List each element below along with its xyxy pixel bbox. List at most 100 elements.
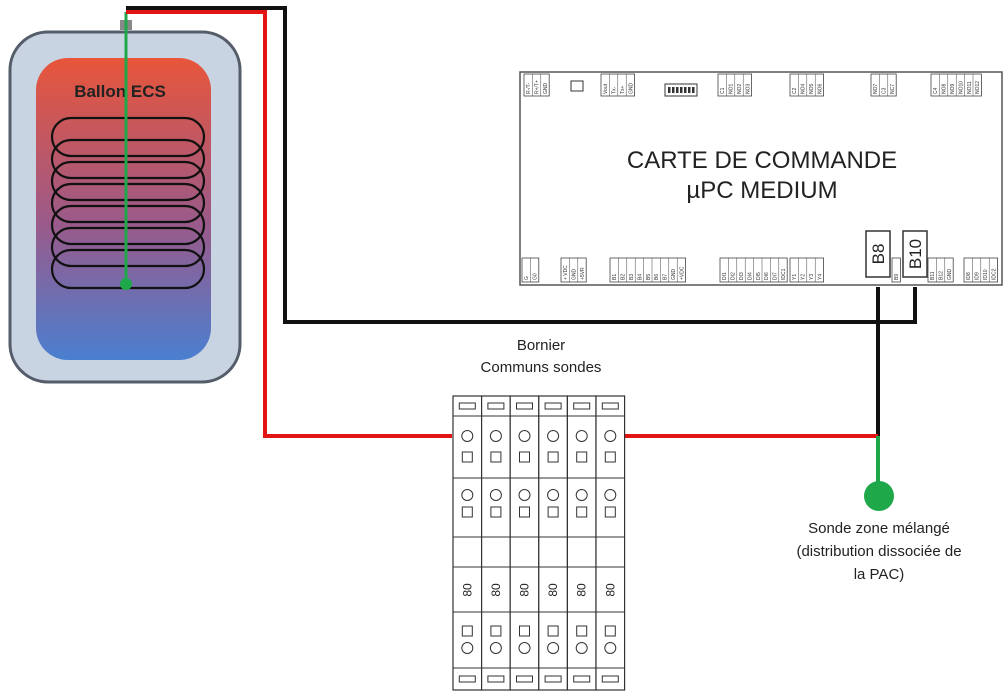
dip-switch xyxy=(664,83,698,97)
pin-label: Y4 xyxy=(817,274,823,280)
pin-label: NO8 xyxy=(942,84,948,95)
pin-label: B3 xyxy=(629,274,635,280)
wire-entry xyxy=(519,506,530,518)
terminal-cap-slot xyxy=(573,675,591,683)
pin-label: Tx- xyxy=(612,86,618,94)
screw-hole xyxy=(575,642,588,654)
screw-hole xyxy=(461,642,474,654)
terminal-body xyxy=(509,395,540,691)
zone-probe-sensor xyxy=(864,481,894,511)
pin-label: B11 xyxy=(930,271,936,280)
terminal-cap-slot xyxy=(601,402,619,410)
wire-entry xyxy=(604,625,616,637)
pin-label: C2 xyxy=(792,87,798,94)
terminal-cap-slot xyxy=(544,675,562,683)
pin-label: NO9 xyxy=(950,84,956,95)
pin-label: NO2 xyxy=(737,84,743,95)
pin-label: NO5 xyxy=(809,84,815,95)
pin-label: GND xyxy=(628,83,634,95)
terminal-body xyxy=(538,395,568,691)
pin-label: +5VR xyxy=(580,267,586,280)
screw-hole xyxy=(518,489,531,501)
wire-entry xyxy=(461,625,473,637)
pin-label: DI6 xyxy=(764,272,770,280)
terminal-cap-slot xyxy=(573,402,591,410)
wire-entry xyxy=(576,451,588,463)
screw-hole xyxy=(575,489,588,501)
bornier-terminal: 80 xyxy=(566,395,597,691)
terminal-body xyxy=(481,395,511,691)
pin-label: B9 xyxy=(894,274,900,280)
pin-block xyxy=(523,73,550,97)
terminal-body xyxy=(595,395,626,691)
pin-label: C1 xyxy=(720,87,726,94)
probe-label-line1: Sonde zone mélangé xyxy=(808,520,950,537)
junction-dot xyxy=(875,319,881,325)
wire-entry xyxy=(576,506,588,518)
pin-block xyxy=(870,73,897,97)
pin-label: GND xyxy=(572,269,578,281)
pin-label: DI7 xyxy=(773,272,779,280)
pin-label: GND xyxy=(543,83,549,95)
top-pin-group: R-/T-R+/T+GND xyxy=(523,73,550,97)
terminal-b10-label: B10 xyxy=(906,239,925,269)
pin-label: B2 xyxy=(621,274,627,280)
pin-label: R-/T- xyxy=(526,83,532,94)
pin-label: DI4 xyxy=(747,272,753,280)
pin-label: NO3 xyxy=(745,84,751,95)
bornier-terminal: 80 xyxy=(509,395,540,691)
pin-label: C3 xyxy=(882,87,888,94)
terminal-cap-slot xyxy=(487,675,505,683)
screw-hole xyxy=(518,430,531,442)
wires xyxy=(126,6,917,490)
screw-hole xyxy=(604,642,617,654)
tank-probe-tip xyxy=(120,278,132,290)
bottom-pin-group: B9 xyxy=(891,257,901,283)
pin-label: NO7 xyxy=(873,84,879,95)
screw-hole xyxy=(604,430,617,442)
wire-entry xyxy=(490,451,502,463)
pin-label: +VDC xyxy=(679,266,685,280)
black-wire-tank xyxy=(126,6,917,324)
wire-entry xyxy=(547,451,559,463)
pin-label: B12 xyxy=(939,271,945,280)
board-title-line2: µPC MEDIUM xyxy=(686,177,837,204)
terminal-marking: 80 xyxy=(575,583,589,597)
terminal-marking: 80 xyxy=(489,583,503,597)
pin-label: DI5 xyxy=(756,272,762,280)
pin-label: IDC2 xyxy=(991,268,997,280)
terminal-cap-slot xyxy=(516,402,533,410)
pin-label: NO12 xyxy=(975,81,981,94)
pin-block xyxy=(891,257,901,283)
terminal-marking: 80 xyxy=(460,583,474,597)
terminal-b10-box xyxy=(902,230,928,278)
terminal-b8-label: B8 xyxy=(869,244,888,265)
pin-label: ID10 xyxy=(983,269,989,280)
pin-label: ID8 xyxy=(966,272,972,280)
bornier-terminal: 80 xyxy=(538,395,568,691)
terminal-marking: 80 xyxy=(603,583,617,597)
terminal-body xyxy=(566,395,597,691)
probe-label-line2: (distribution dissociée de xyxy=(796,543,961,560)
pin-label: NO1 xyxy=(729,84,735,95)
pin-label: GND xyxy=(671,269,677,281)
pin-label: B1 xyxy=(612,274,618,280)
terminal-cap-slot xyxy=(458,402,476,410)
pin-label: B5 xyxy=(646,274,652,280)
tank-label: Ballon ECS xyxy=(74,82,166,101)
pin-label: R+/T+ xyxy=(535,80,541,94)
pin-label: NO11 xyxy=(967,81,973,94)
wire-entry xyxy=(547,625,559,637)
pin-label: DI1 xyxy=(722,272,728,280)
red-wire-tank xyxy=(126,10,452,438)
bornier-terminal: 80 xyxy=(595,395,626,691)
wire-entry xyxy=(519,451,530,463)
